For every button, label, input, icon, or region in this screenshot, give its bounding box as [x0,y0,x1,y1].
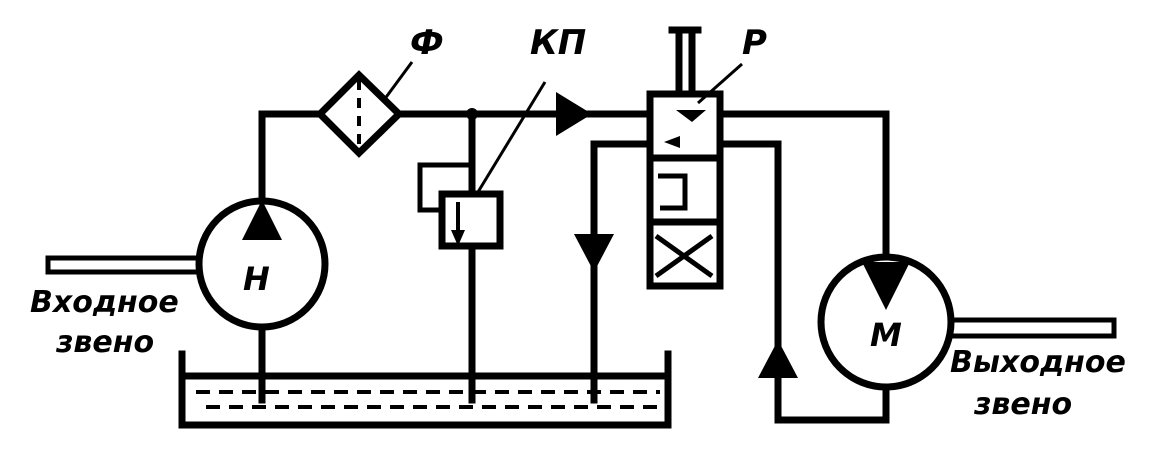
output-shaft [951,317,1117,339]
motor-direction-arrow [862,262,910,310]
valve-handle [668,26,702,98]
relief-valve-pilot-line [417,162,472,213]
input-label-line2: звено [55,325,154,360]
input-label-line1: Входное [30,285,179,320]
motor-label: М [870,316,902,354]
filter-label: Ф [410,23,444,63]
motor-return-line [716,140,890,424]
distributor-label: Р [742,23,767,63]
pump-discharge-line [258,110,322,205]
return-line-arrow [574,234,614,272]
pressure-line-arrow [556,92,592,136]
output-label-line1: Выходное [950,345,1126,380]
tank [178,350,672,429]
filter [315,70,405,158]
directional-valve [646,26,724,290]
relief-valve [417,110,504,404]
tank-fluid-hatching [196,390,660,409]
pump-direction-arrow [242,200,282,240]
return-line [590,140,654,404]
distributor-leader-line [697,62,743,105]
motor-supply-line [716,110,890,261]
motor-return-arrow [758,340,798,378]
relief-valve-label: КП [530,23,586,63]
filter-leader-line [382,61,414,101]
relief-valve-leader-line [476,81,547,193]
pump-label: Н [243,260,270,298]
output-label-line2: звено [973,387,1072,422]
input-shaft [45,255,203,275]
